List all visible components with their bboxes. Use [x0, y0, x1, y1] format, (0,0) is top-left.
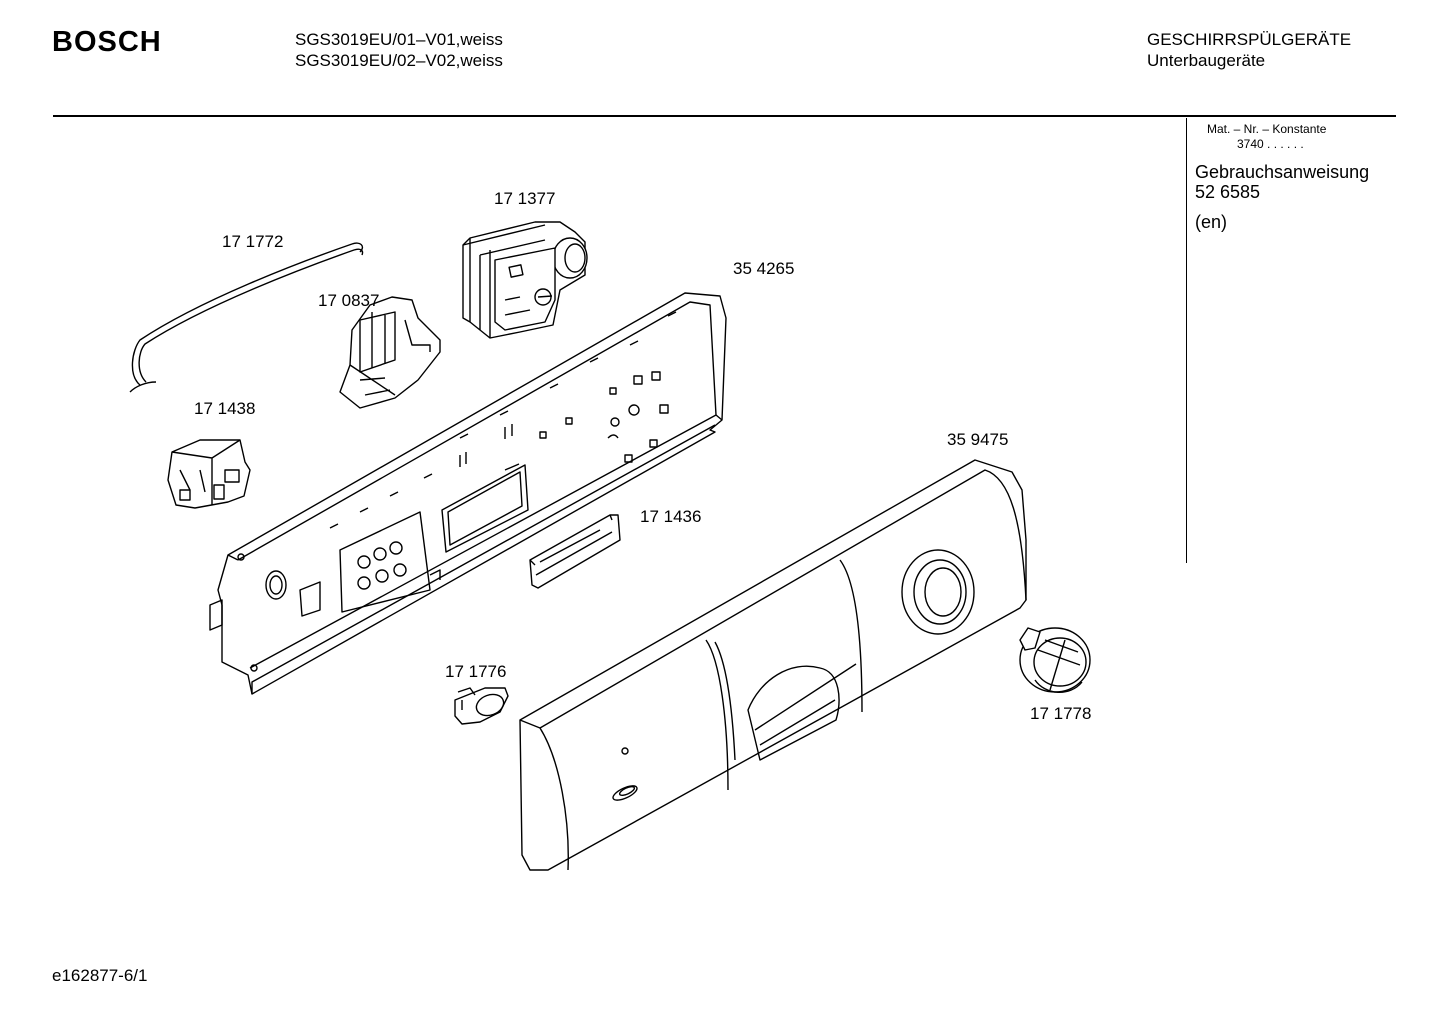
manual-number: 52 6585 — [1195, 182, 1261, 202]
label-359475: 35 9475 — [947, 430, 1009, 449]
part-170837-switch — [339, 296, 441, 409]
label-171377: 17 1377 — [494, 189, 556, 208]
label-171438: 17 1438 — [194, 399, 256, 418]
part-354265-panel-frame — [209, 292, 727, 695]
appliance-subcategory: Unterbaugeräte — [1147, 51, 1266, 70]
sidebar-divider — [1186, 118, 1187, 563]
manual-language: (en) — [1195, 212, 1228, 232]
mat-number-value: 3740 . . . . . . — [1237, 137, 1304, 151]
mat-number-label: Mat. – Nr. – Konstante — [1207, 122, 1327, 136]
part-171776-button — [454, 687, 509, 725]
drawing-code: e162877-6/1 — [52, 966, 148, 985]
label-171778: 17 1778 — [1030, 704, 1092, 723]
manual-title: Gebrauchsanweisung — [1195, 162, 1370, 182]
model-line-1: SGS3019EU/01–V01,weiss — [295, 30, 503, 49]
brand-logo: BOSCH — [52, 26, 162, 58]
part-359475-front-fascia — [519, 459, 1027, 871]
part-171438-switch — [167, 439, 251, 509]
label-354265: 35 4265 — [733, 259, 795, 278]
part-171436-actuator-strip — [529, 514, 621, 589]
label-171436: 17 1436 — [640, 507, 702, 526]
header-divider — [53, 115, 1396, 117]
label-170837: 17 0837 — [318, 291, 380, 310]
appliance-category: GESCHIRRSPÜLGERÄTE — [1147, 30, 1352, 49]
part-171778-knob — [1019, 627, 1091, 693]
model-line-2: SGS3019EU/02–V02,weiss — [295, 51, 503, 70]
part-171377-control-module — [462, 221, 588, 339]
label-171772: 17 1772 — [222, 232, 284, 251]
part-171772-wire-rod — [129, 242, 364, 393]
label-171776: 17 1776 — [445, 662, 507, 681]
